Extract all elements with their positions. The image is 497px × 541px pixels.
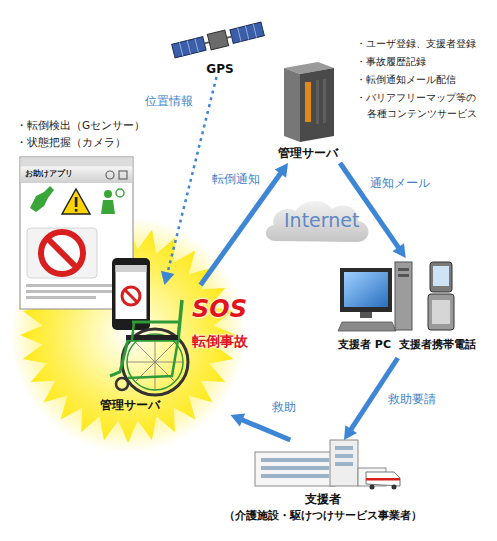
note-text: お助けアプリ [25,169,73,179]
gps-satellite [171,21,264,59]
arrow-head [393,243,406,258]
supporter-mobile [428,262,454,330]
node-label: 支援者 PC [338,338,391,351]
flow-arrow [231,414,291,440]
sos-text: SOS [192,295,247,324]
note-text: ・ユーザ登録、支援者登録 [356,38,476,50]
edge-label: 救助要請 [386,392,438,406]
note-text: ・転倒検出（Gセンサー） [16,119,145,132]
arrow-head [231,414,246,427]
server-tower [284,62,334,142]
satellite-node: GPS [185,25,255,77]
wheelchair-node: SOS 転倒事故管理サーバ [100,285,250,415]
smartphone [112,258,150,330]
internet-cloud: Internet [262,195,372,250]
hospital [255,440,400,490]
arrow-head [161,271,175,285]
connector-line [241,419,291,440]
server-node: 管理サーバ [268,60,348,163]
note-text: 各種コンテンツサービス [367,108,477,120]
accident-text: 転倒事故 [192,333,248,350]
cloud-label: Internet [284,209,359,232]
node-label: 支援者 [215,492,430,506]
supporter-pc [338,262,412,331]
note-text: ・バリアフリーマップ等の [356,92,476,104]
note-text: ・事故履歴記録 [356,56,426,68]
edge-label: 転倒通知 [210,172,262,186]
arrow-head [275,163,288,178]
edge-label: 位置情報 [143,94,195,108]
node-label: GPS [185,62,255,76]
arrow-head [344,425,357,440]
node-label: 管理サーバ [100,398,160,412]
node-sublabel: （介護施設・駆けつけサービス事業者） [215,509,430,522]
note-text: ・転倒通知メール配信 [356,74,456,86]
supporter-node: 支援者 （介護施設・駆けつけサービス事業者） [215,440,430,535]
edge-label: 通知メール [368,176,432,190]
note-text: ・状態把握（カメラ） [16,136,126,149]
edge-label: 救助 [270,400,298,414]
wheelchair [110,300,188,395]
supporter-device-node: 支援者 PC 支援者携帯電話 [335,258,492,358]
node-label: 支援者携帯電話 [399,338,476,351]
node-label: 管理サーバ [268,146,348,160]
